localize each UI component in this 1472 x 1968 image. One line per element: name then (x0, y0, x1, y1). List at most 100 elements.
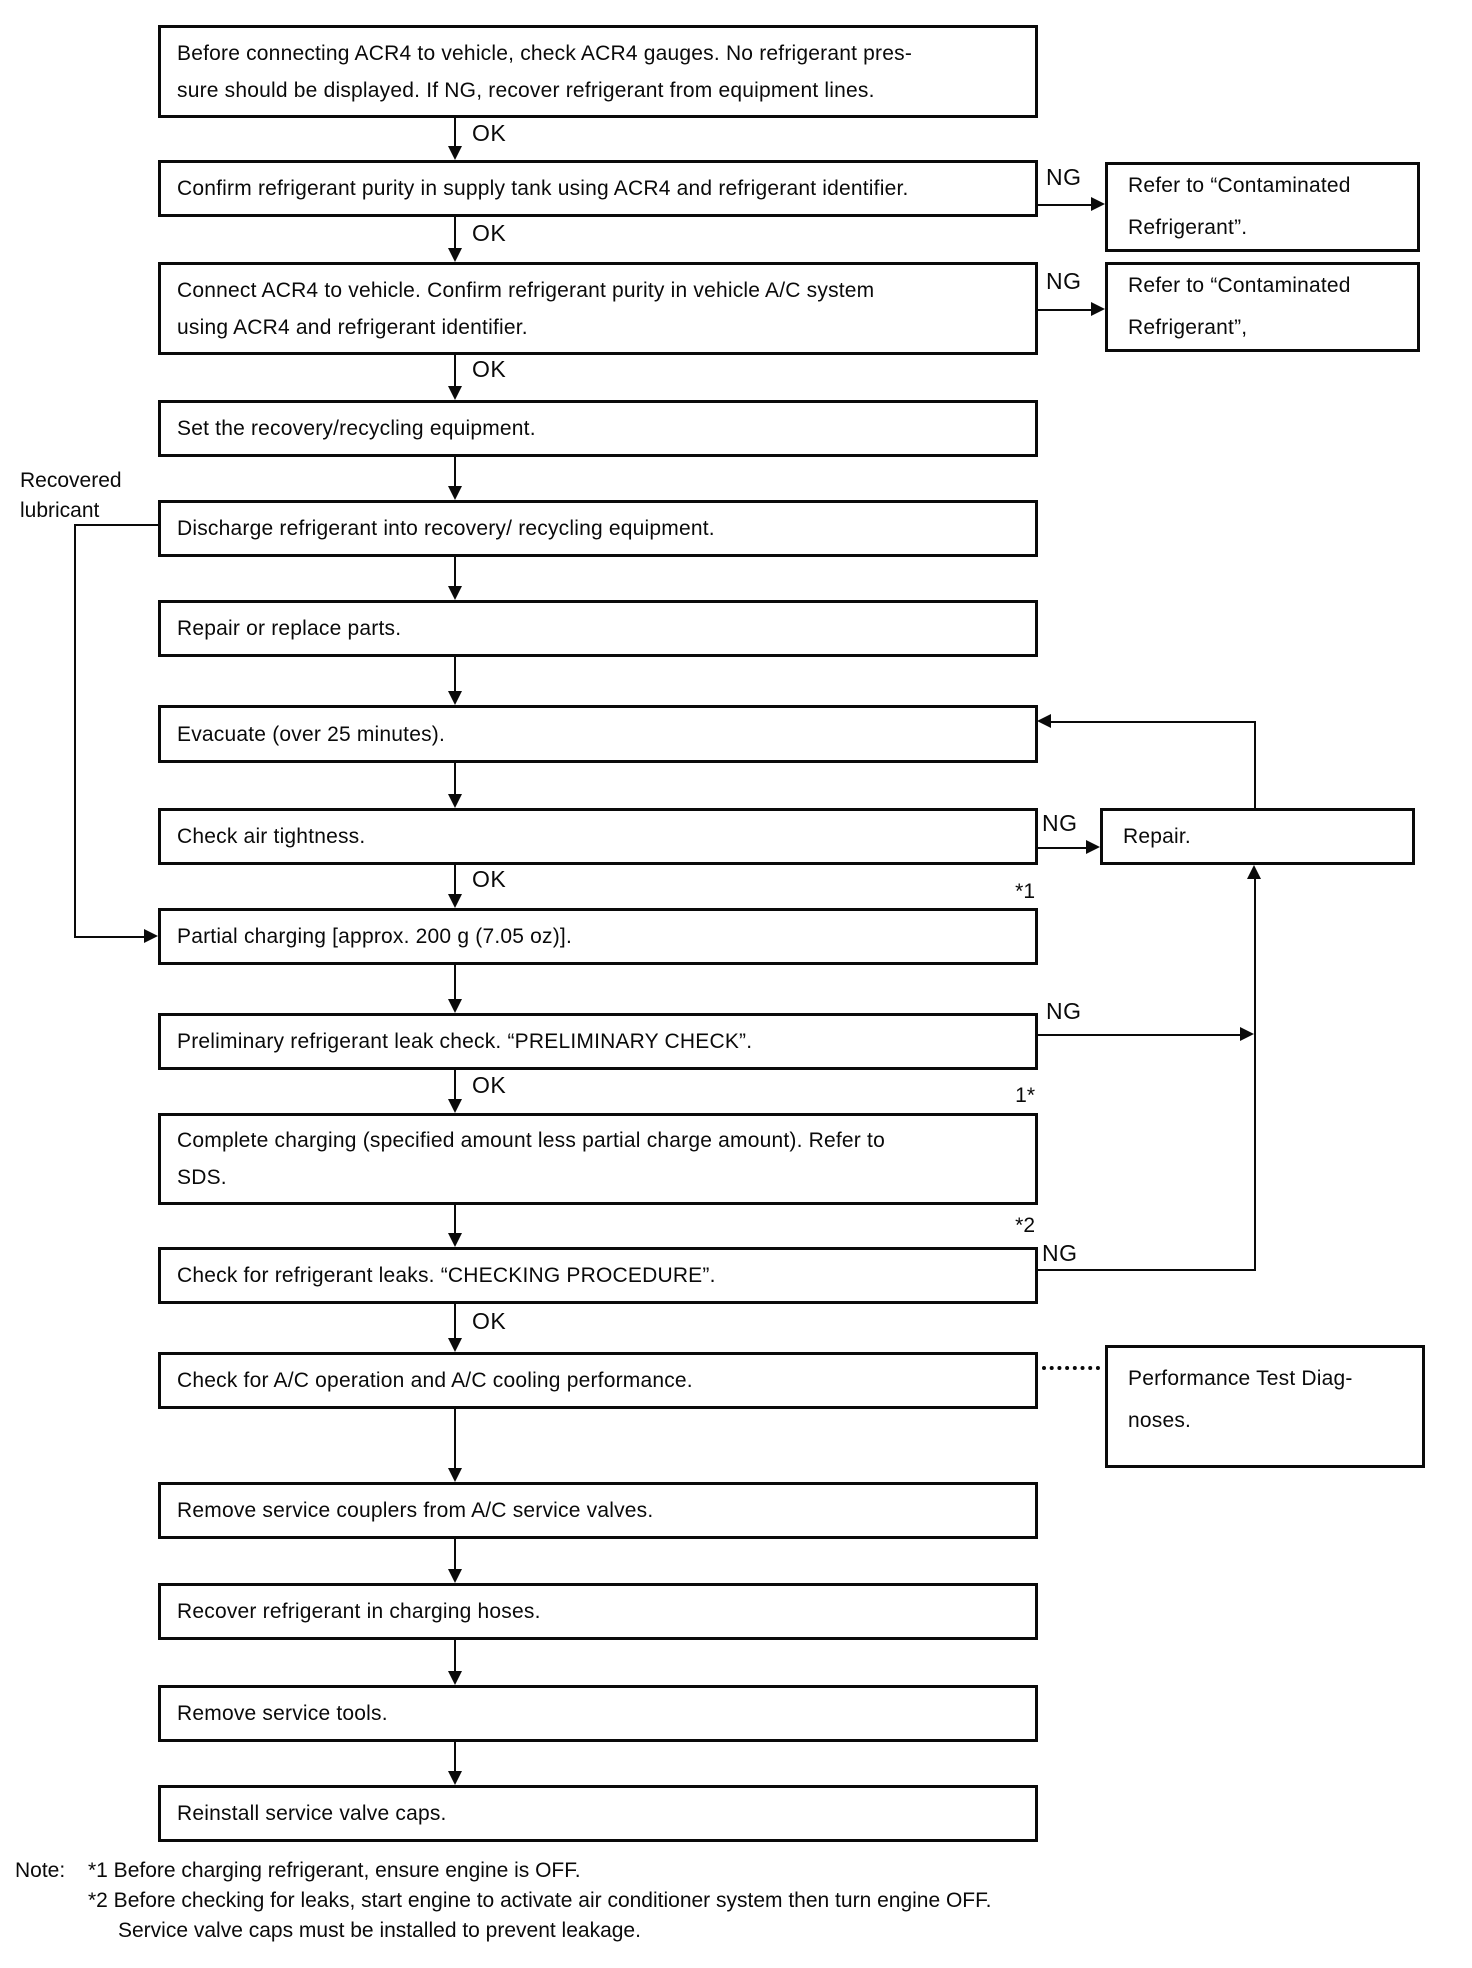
arrow-down-icon (448, 1233, 462, 1247)
step-recover-hoses-box: Recover refrigerant in charging hoses. (158, 1583, 1038, 1640)
step-discharge-refrigerant-text: Discharge refrigerant into recovery/ rec… (177, 517, 715, 540)
footnote-marker-star2: *2 (1015, 1214, 1035, 1237)
arrow-right-icon (1091, 197, 1105, 211)
ng-line (1037, 847, 1086, 849)
flow-line (454, 1409, 456, 1470)
arrow-down-icon (448, 386, 462, 400)
ok-label: OK (472, 356, 507, 382)
note-prefix: Note: (15, 1859, 66, 1882)
step-check-refrigerant-leaks-box: Check for refrigerant leaks. “CHECKING P… (158, 1247, 1038, 1304)
arrow-down-icon (448, 248, 462, 262)
step-discharge-refrigerant-box: Discharge refrigerant into recovery/ rec… (158, 500, 1038, 557)
flow-line (454, 763, 456, 796)
contaminated-refrigerant-text-1: Refer to “Contaminated Refrigerant”. (1128, 174, 1351, 239)
note-line-2: *2 Before checking for leaks, start engi… (88, 1889, 992, 1912)
flow-line (454, 1070, 456, 1101)
flow-line (454, 865, 456, 896)
performance-test-diagnoses-text: Performance Test Diag- noses. (1128, 1367, 1353, 1432)
note-line-3: Service valve caps must be installed to … (118, 1919, 641, 1942)
step-partial-charging-text: Partial charging [approx. 200 g (7.05 oz… (177, 925, 572, 948)
footnote-marker-star1: *1 (1015, 880, 1035, 903)
step-connect-acr4-box: Connect ACR4 to vehicle. Confirm refrige… (158, 262, 1038, 355)
arrow-down-icon (448, 999, 462, 1013)
ng-line (1037, 1034, 1240, 1036)
ng-label: NG (1042, 810, 1078, 836)
step-remove-couplers-box: Remove service couplers from A/C service… (158, 1482, 1038, 1539)
arrow-down-icon (448, 1099, 462, 1113)
footnote-marker-one-star: 1* (1015, 1084, 1035, 1107)
arrow-down-icon (448, 1771, 462, 1785)
ok-label: OK (472, 120, 507, 146)
step-check-refrigerant-leaks-text: Check for refrigerant leaks. “CHECKING P… (177, 1264, 716, 1287)
repair-box: Repair. (1100, 808, 1415, 865)
repair-loop-line (1254, 722, 1256, 808)
step-confirm-supply-purity-text: Confirm refrigerant purity in supply tan… (177, 177, 909, 200)
arrow-down-icon (448, 1569, 462, 1583)
contaminated-refrigerant-text-2: Refer to “Contaminated Refrigerant”, (1128, 274, 1351, 339)
arrow-right-icon (144, 929, 158, 943)
dotted-link-line (1042, 1366, 1100, 1370)
flow-line (454, 1304, 456, 1340)
ng-label: NG (1046, 998, 1082, 1024)
ng-label: NG (1046, 164, 1082, 190)
contaminated-refrigerant-box-1: Refer to “Contaminated Refrigerant”. (1105, 162, 1420, 252)
step-repair-replace-parts-box: Repair or replace parts. (158, 600, 1038, 657)
arrow-down-icon (448, 1671, 462, 1685)
flow-line (454, 1205, 456, 1235)
step-preliminary-leak-check-box: Preliminary refrigerant leak check. “PRE… (158, 1013, 1038, 1070)
step-check-gauges-text: Before connecting ACR4 to vehicle, check… (177, 41, 913, 102)
repair-text: Repair. (1123, 824, 1191, 848)
flow-line (454, 355, 456, 388)
ng-label: NG (1046, 268, 1082, 294)
step-check-ac-operation-box: Check for A/C operation and A/C cooling … (158, 1352, 1038, 1409)
step-repair-replace-parts-text: Repair or replace parts. (177, 617, 402, 640)
arrow-down-icon (448, 794, 462, 808)
step-remove-couplers-text: Remove service couplers from A/C service… (177, 1499, 654, 1522)
flow-line (454, 217, 456, 250)
arrow-right-icon (1091, 302, 1105, 316)
flow-line (454, 557, 456, 588)
step-reinstall-valve-caps-text: Reinstall service valve caps. (177, 1802, 447, 1825)
flow-line (454, 657, 456, 693)
ng-line (1037, 1269, 1256, 1271)
flow-line (454, 1742, 456, 1773)
flow-line (454, 1539, 456, 1571)
ng-line (1037, 204, 1091, 206)
step-check-air-tightness-text: Check air tightness. (177, 825, 366, 848)
lubricant-line (75, 936, 144, 938)
repair-loop-line (1051, 721, 1256, 723)
arrow-down-icon (448, 894, 462, 908)
step-remove-service-tools-text: Remove service tools. (177, 1702, 388, 1725)
step-check-gauges-box: Before connecting ACR4 to vehicle, check… (158, 25, 1038, 118)
step-set-equipment-text: Set the recovery/recycling equipment. (177, 417, 536, 440)
step-preliminary-leak-check-text: Preliminary refrigerant leak check. “PRE… (177, 1030, 753, 1053)
step-evacuate-text: Evacuate (over 25 minutes). (177, 722, 446, 746)
arrow-down-icon (448, 486, 462, 500)
step-partial-charging-box: Partial charging [approx. 200 g (7.05 oz… (158, 908, 1038, 965)
ok-label: OK (472, 220, 507, 246)
arrow-right-icon (1086, 840, 1100, 854)
flow-line (454, 118, 456, 146)
lubricant-line (74, 524, 76, 938)
flow-line (454, 1640, 456, 1673)
arrow-right-icon (1240, 1027, 1254, 1041)
step-check-air-tightness-box: Check air tightness. (158, 808, 1038, 865)
note-line-1: *1 Before charging refrigerant, ensure e… (88, 1859, 581, 1882)
performance-test-diagnoses-box: Performance Test Diag- noses. (1105, 1345, 1425, 1468)
step-evacuate-box: Evacuate (over 25 minutes). (158, 705, 1038, 763)
ok-label: OK (472, 866, 507, 892)
arrow-down-icon (448, 691, 462, 705)
ng-label: NG (1042, 1240, 1078, 1266)
flow-line (454, 965, 456, 1001)
step-check-ac-operation-text: Check for A/C operation and A/C cooling … (177, 1369, 693, 1392)
arrow-up-icon (1247, 865, 1261, 879)
arrow-left-icon (1037, 714, 1051, 728)
ok-label: OK (472, 1308, 507, 1334)
recovered-lubricant-label: Recovered lubricant (20, 469, 122, 522)
step-set-equipment-box: Set the recovery/recycling equipment. (158, 400, 1038, 457)
step-complete-charging-text: Complete charging (specified amount less… (177, 1129, 885, 1189)
flow-line (454, 457, 456, 488)
arrow-down-icon (448, 1338, 462, 1352)
arrow-down-icon (448, 586, 462, 600)
